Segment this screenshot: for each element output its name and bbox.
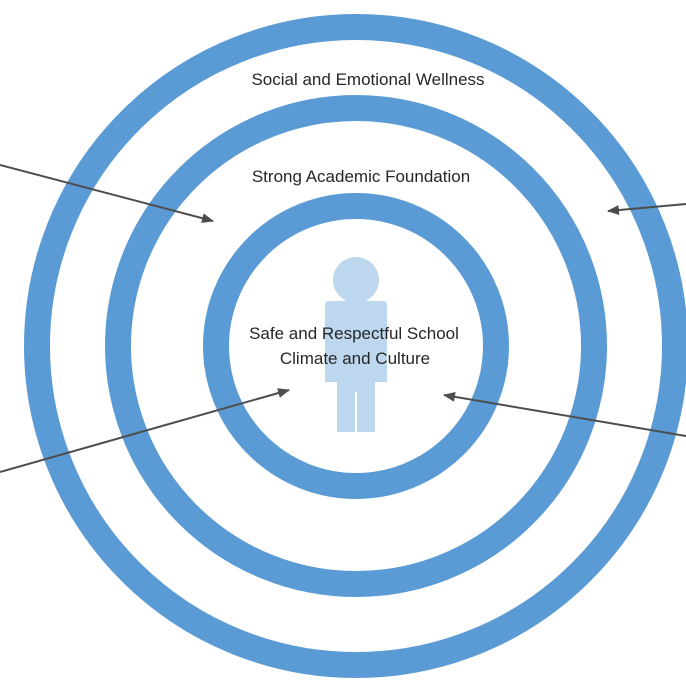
arrow-top-left <box>0 164 214 224</box>
person-body <box>325 301 387 432</box>
arrow-bottom-left <box>0 388 290 473</box>
arrow-bottom-right <box>443 391 686 437</box>
inner-ring-label-line-1: Safe and Respectful School <box>249 324 459 343</box>
person-icon <box>325 257 387 432</box>
person-head <box>333 257 379 303</box>
inner-ring-label-line-2: Climate and Culture <box>280 349 430 368</box>
inner-ring <box>203 193 509 499</box>
outer-ring <box>24 14 686 678</box>
middle-ring-label: Strong Academic Foundation <box>252 167 470 186</box>
middle-ring <box>105 95 607 597</box>
arrow-top-right <box>607 203 686 215</box>
outer-ring-label: Social and Emotional Wellness <box>251 70 484 89</box>
